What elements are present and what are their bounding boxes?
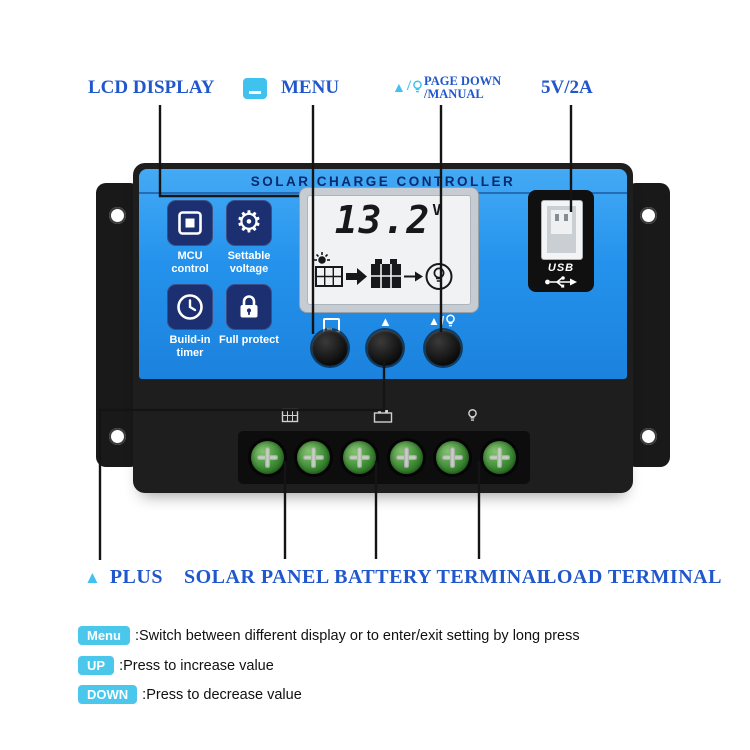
callout-load-terminal: LOAD TERMINAL bbox=[543, 566, 722, 588]
callout-page-down: PAGE DOWN bbox=[424, 74, 502, 88]
callout-manual: /MANUAL bbox=[424, 87, 484, 101]
lcd-unit: V bbox=[432, 201, 442, 219]
terminal-screw bbox=[297, 441, 330, 474]
callout-solar-battery-terminal: SOLAR PANEL BATTERY TERMINAL bbox=[184, 566, 551, 588]
page-down-button-icon: ▲ / bbox=[428, 314, 456, 328]
callout-usb-power: 5V/2A bbox=[541, 77, 593, 98]
mounting-hole bbox=[640, 428, 657, 445]
triangle-up-icon: ▲ bbox=[428, 314, 440, 328]
mcu-icon bbox=[178, 211, 202, 235]
mounting-hole bbox=[640, 207, 657, 224]
terminal-screw bbox=[436, 441, 469, 474]
terminal-screw bbox=[343, 441, 376, 474]
note-row-menu: Menu :Switch between different display o… bbox=[78, 626, 580, 645]
solar-panel-marking-icon bbox=[281, 408, 299, 423]
feature-label-protect: Full protect bbox=[219, 334, 279, 346]
callout-plus: PLUS bbox=[109, 566, 163, 588]
load-bulb-marking-icon bbox=[468, 408, 477, 421]
terminal-screw bbox=[483, 441, 516, 474]
lock-icon bbox=[240, 295, 258, 318]
bulb-icon bbox=[413, 79, 422, 92]
triangle-up-icon: ▲ bbox=[84, 567, 101, 587]
usb-contact-slot bbox=[564, 214, 568, 221]
feature-tile-mcu bbox=[167, 200, 213, 246]
usb-trident-icon bbox=[545, 276, 577, 288]
feature-tile-timer bbox=[167, 284, 213, 330]
note-text-menu: :Switch between different display or to … bbox=[134, 627, 580, 644]
menu-badge: Menu bbox=[78, 626, 130, 645]
mounting-hole bbox=[109, 428, 126, 445]
mounting-bracket-right bbox=[626, 183, 670, 467]
feature-label-mcu: MCU control bbox=[171, 250, 209, 275]
usb-label: USB bbox=[547, 262, 575, 274]
terminal-screw bbox=[251, 441, 284, 474]
feature-label-voltage: Settable voltage bbox=[227, 250, 271, 275]
usb-contact-slot bbox=[555, 214, 559, 221]
gear-icon: ⚙ bbox=[235, 206, 263, 239]
down-badge: DOWN bbox=[78, 685, 138, 704]
note-text-up: :Press to increase value bbox=[119, 657, 274, 674]
up-button-icon: ▲ bbox=[379, 314, 392, 329]
slash-glyph: / bbox=[406, 78, 412, 94]
usb-logo: USB bbox=[528, 262, 594, 288]
callout-page-down-manual: PAGE DOWN /MANUAL bbox=[424, 75, 501, 101]
clock-icon bbox=[177, 294, 203, 320]
callout-lcd-display: LCD DISPLAY bbox=[88, 77, 215, 98]
feature-tile-protect bbox=[226, 284, 272, 330]
menu-icon bbox=[243, 78, 267, 99]
lcd-status-icons bbox=[314, 252, 453, 290]
menu-button bbox=[312, 330, 348, 366]
battery-marking-icon bbox=[373, 410, 393, 423]
callout-plus-group: ▲ PLUS bbox=[84, 566, 163, 589]
up-badge: UP bbox=[78, 656, 115, 675]
note-row-up: UP :Press to increase value bbox=[78, 656, 274, 675]
page-down-button bbox=[425, 330, 461, 366]
mounting-hole bbox=[109, 207, 126, 224]
bulb-icon bbox=[446, 314, 456, 327]
slash-glyph: / bbox=[440, 314, 445, 328]
note-row-down: DOWN :Press to decrease value bbox=[78, 685, 302, 704]
triangle-up-icon: ▲ bbox=[392, 78, 406, 95]
feature-label-timer: Build-in timer bbox=[169, 334, 211, 359]
callout-menu: MENU bbox=[281, 77, 340, 98]
page-down-icon: ▲ / bbox=[392, 78, 423, 95]
note-text-down: :Press to decrease value bbox=[142, 686, 302, 703]
lcd-value: 13.2 bbox=[334, 198, 431, 242]
terminal-screw bbox=[390, 441, 423, 474]
up-button bbox=[367, 330, 403, 366]
feature-tile-voltage: ⚙ bbox=[226, 200, 272, 246]
